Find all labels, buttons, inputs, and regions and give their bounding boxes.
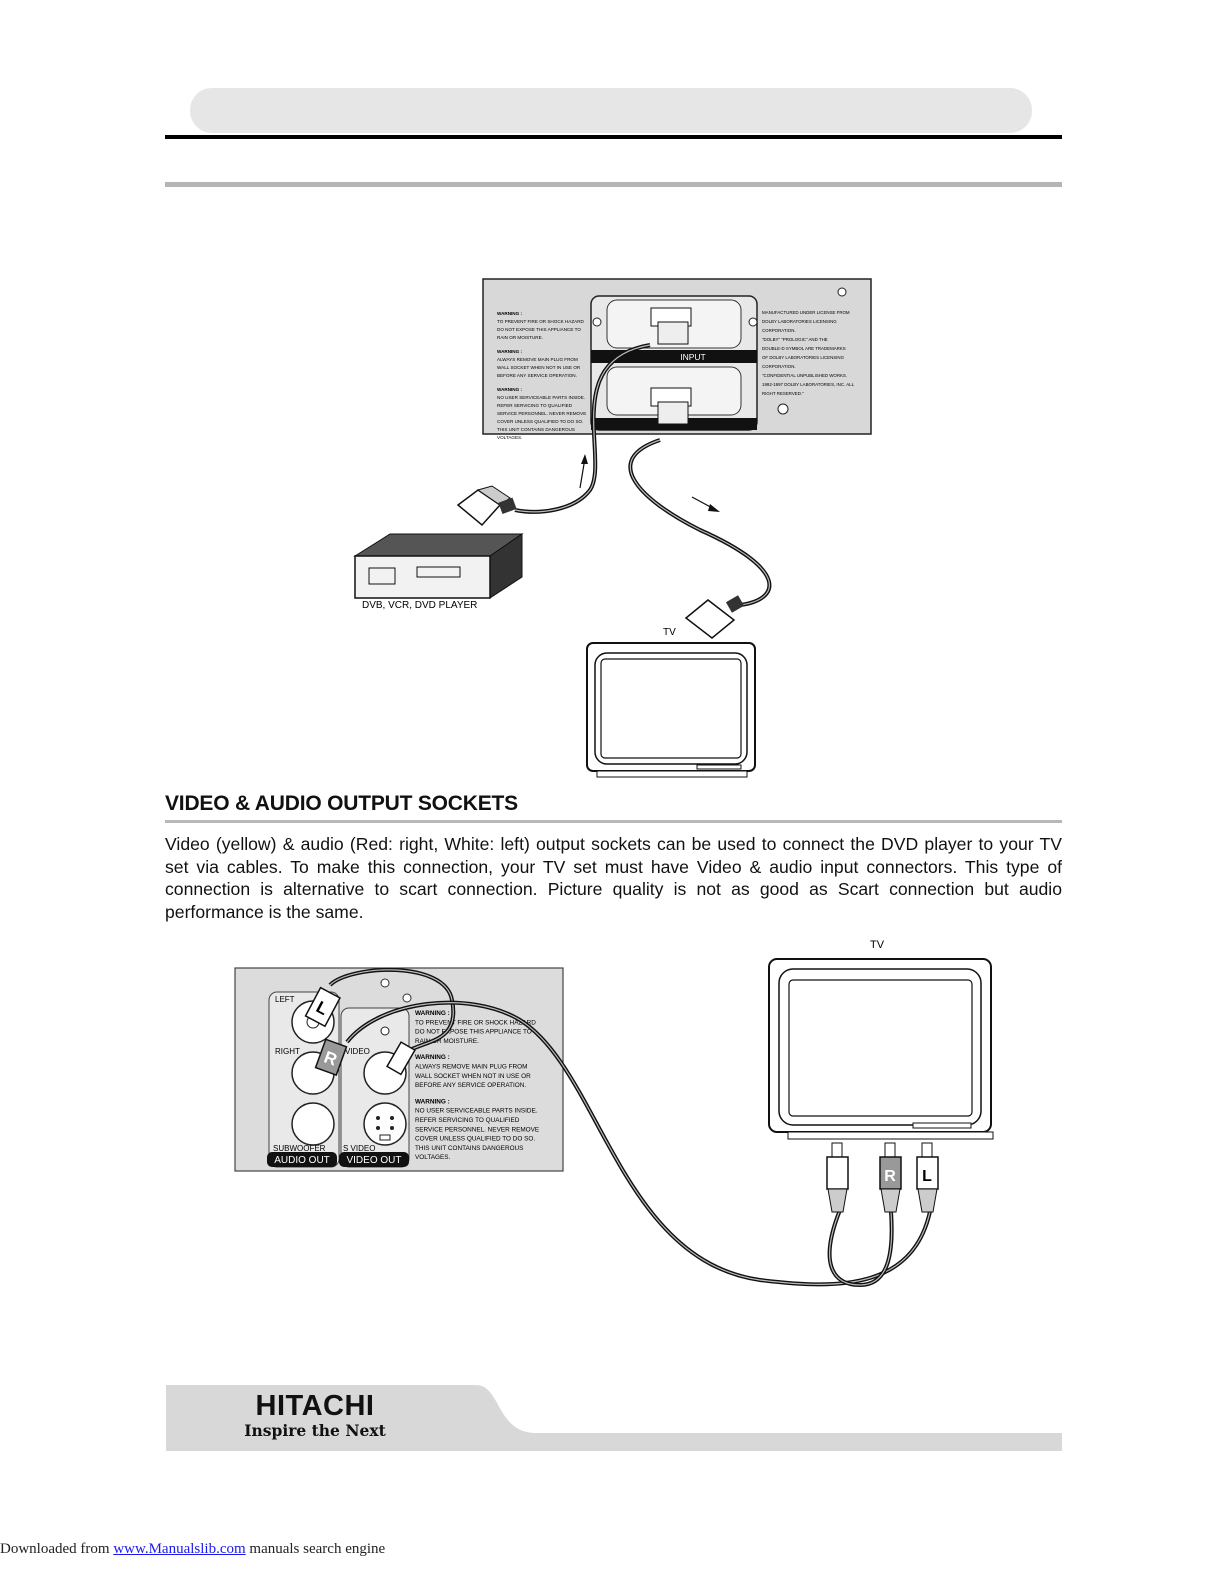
source-device-icon	[353, 533, 524, 599]
jack-label-subwoofer: SUBWOOFER	[273, 1144, 326, 1153]
warning-head: WARNING :	[415, 1054, 450, 1061]
license-line: CORPORATION.	[762, 328, 796, 333]
source-scart-plug	[456, 485, 517, 527]
section-title: VIDEO & AUDIO OUTPUT SOCKETS	[165, 792, 518, 815]
license-line: OF DOLBY LABORATORIES LICENSING	[762, 355, 845, 360]
warning-line: DO NOT EXPOSE THIS APPLIANCE TO	[415, 1029, 532, 1036]
warning-line: TO PREVENT FIRE OR SHOCK HAZARD	[415, 1019, 536, 1026]
header-rule	[165, 135, 1062, 139]
license-line: DOUBLE-D SYMBOL ARE TRADEMARKS	[762, 346, 846, 351]
warning-line: SERVICE PERSONNEL. NEVER REMOVE	[497, 411, 586, 416]
warning-line: WALL SOCKET WHEN NOT IN USE OR	[415, 1073, 531, 1080]
brand-name: HITACHI	[255, 1390, 375, 1422]
scart-license-text: MANUFACTURED UNDER LICENSE FROM DOLBY LAB…	[762, 310, 855, 396]
warning-head: WARNING :	[497, 387, 522, 392]
right-plug-panel: R	[314, 1038, 348, 1076]
download-line: Downloaded from www.Manualslib.com manua…	[0, 1541, 385, 1558]
warning-head: WARNING :	[415, 1010, 450, 1017]
scart-connection-diagram: INPUT WARNING : TO PREVENT FIRE OR SHOCK …	[353, 278, 872, 778]
warning-head: WARNING :	[415, 1098, 450, 1105]
warning-line: REFER SERVICING TO QUALIFIED	[497, 403, 573, 408]
rca-connection-diagram: LEFT RIGHT VIDEO SUBWOOFER S VIDEO AUDIO…	[234, 939, 994, 1288]
license-line: "CONFIDENTIAL UNPUBLISHED WORKS.	[762, 373, 847, 378]
header-bar	[190, 88, 1032, 133]
license-line: CORPORATION.	[762, 364, 796, 369]
video-out-label: VIDEO OUT	[346, 1155, 401, 1166]
rear-panel: INPUT WARNING : TO PREVENT FIRE OR SHOCK …	[482, 278, 872, 440]
tv-icon-top	[586, 642, 756, 778]
warning-line: COVER UNLESS QUALIFIED TO DO SO.	[497, 419, 583, 424]
jack-label-video: VIDEO	[345, 1047, 370, 1056]
scart-warning-text: WARNING : TO PREVENT FIRE OR SHOCK HAZARD…	[497, 311, 586, 440]
section-divider	[165, 182, 1062, 187]
warning-line: NO USER SERVICEABLE PARTS INSIDE.	[497, 395, 585, 400]
license-line: "DOLBY" "PROLOGIC" AND THE	[762, 337, 828, 342]
warning-line: RAIN OR MOISTURE.	[497, 335, 543, 340]
license-line: RIGHT RESERVED."	[762, 391, 804, 396]
jack-label-svideo: S VIDEO	[343, 1144, 375, 1153]
audio-out-label: AUDIO OUT	[274, 1155, 330, 1166]
download-prefix: Downloaded from	[0, 1541, 114, 1557]
license-line: 1992-1997 DOLBY LABORATORIES, INC. ALL	[762, 382, 855, 387]
section-body-text: Video (yellow) & audio (Red: right, Whit…	[165, 834, 1062, 922]
warning-line: TO PREVENT FIRE OR SHOCK HAZARD	[497, 319, 585, 324]
svg-text:R: R	[321, 1048, 339, 1070]
svg-text:L: L	[922, 1168, 932, 1185]
warning-line: COVER UNLESS QUALIFIED TO DO SO.	[415, 1136, 535, 1143]
warning-line: BEFORE ANY SERVICE OPERATION.	[497, 373, 577, 378]
tv-icon-bottom	[768, 958, 994, 1140]
warning-line: WALL SOCKET WHEN NOT IN USE OR	[497, 365, 581, 370]
tv-scart-plug	[684, 595, 745, 639]
warning-line: NO USER SERVICEABLE PARTS INSIDE.	[415, 1108, 538, 1115]
hitachi-logo: HITACHI Inspire the Next	[230, 1390, 400, 1440]
rca-warning-text: WARNING : TO PREVENT FIRE OR SHOCK HAZARD…	[415, 1010, 539, 1161]
warning-head: WARNING :	[497, 311, 522, 316]
video-plug-panel	[386, 1041, 416, 1076]
warning-line: ALWAYS REMOVE MAIN PLUG FROM	[497, 357, 578, 362]
warning-line: DO NOT EXPOSE THIS APPLIANCE TO	[497, 327, 581, 332]
brand-slogan: Inspire the Next	[244, 1421, 386, 1440]
section-title-rule	[165, 820, 1062, 823]
left-plug-panel: L	[304, 986, 341, 1028]
svg-text:R: R	[884, 1168, 896, 1185]
tv-label-top: TV	[663, 627, 676, 638]
warning-line: VOLTAGES.	[497, 435, 522, 440]
warning-line: BEFORE ANY SERVICE OPERATION.	[415, 1082, 526, 1089]
warning-line: ALWAYS REMOVE MAIN PLUG FROM	[415, 1064, 527, 1071]
warning-line: THIS UNIT CONTAINS DANGEROUS	[415, 1145, 523, 1152]
warning-line: THIS UNIT CONTAINS DANGEROUS	[497, 427, 575, 432]
warning-head: WARNING :	[497, 349, 522, 354]
warning-line: REFER SERVICING TO QUALIFIED	[415, 1117, 520, 1124]
warning-line: VOLTAGES.	[415, 1154, 450, 1161]
download-suffix: manuals search engine	[245, 1541, 386, 1557]
jack-label-left: LEFT	[275, 995, 295, 1004]
input-label: INPUT	[680, 352, 706, 362]
tv-rca-plugs: R L	[826, 1142, 939, 1213]
jack-label-right: RIGHT	[275, 1047, 300, 1056]
license-line: DOLBY LABORATORIES LICENSING	[762, 319, 837, 324]
source-device-label: DVB, VCR, DVD PLAYER	[362, 600, 477, 611]
license-line: MANUFACTURED UNDER LICENSE FROM	[762, 310, 850, 315]
warning-line: RAIN OR MOISTURE.	[415, 1038, 479, 1045]
footer-band	[166, 1385, 1062, 1451]
manualslib-link[interactable]: www.Manualslib.com	[113, 1541, 246, 1557]
tv-label-bottom: TV	[870, 939, 885, 951]
warning-line: SERVICE PERSONNEL. NEVER REMOVE	[415, 1126, 539, 1133]
